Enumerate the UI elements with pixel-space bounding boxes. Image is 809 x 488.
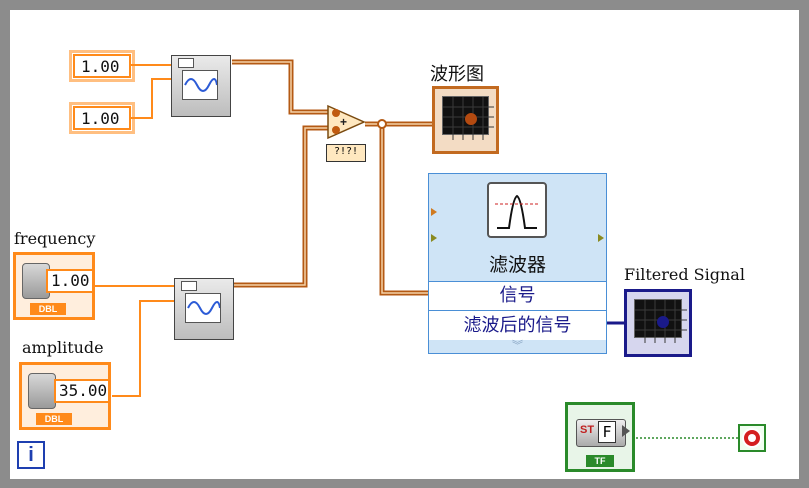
- waveform-graph-terminal[interactable]: [432, 86, 499, 154]
- filter-title: 滤波器: [488, 255, 546, 276]
- numeric-constant-2[interactable]: 1.00: [69, 102, 135, 134]
- iteration-terminal[interactable]: i: [17, 441, 45, 469]
- add-triangle-icon: +: [327, 104, 366, 140]
- stop-boolean-control[interactable]: ST F TF: [565, 402, 635, 472]
- boolean-output-arrow-icon: [622, 425, 630, 437]
- bandpass-filter-icon: [487, 182, 547, 238]
- wire-amplitude-to-sim2[interactable]: [112, 300, 175, 397]
- filtered-signal-terminal[interactable]: [624, 289, 692, 357]
- filter-input-signal[interactable]: 信号: [429, 281, 606, 310]
- simulate-signal-vi-2[interactable]: [174, 278, 234, 340]
- frequency-label: frequency: [14, 229, 96, 248]
- sine-wave-icon: [185, 293, 221, 323]
- tf-type-badge: TF: [586, 455, 614, 467]
- expand-chevron-icon[interactable]: ︾: [512, 340, 523, 352]
- frequency-control[interactable]: 1.00 DBL: [13, 252, 95, 320]
- wire-sim2-to-add[interactable]: [234, 125, 328, 288]
- filtered-signal-label: Filtered Signal: [624, 265, 745, 284]
- wire-sim1-to-add[interactable]: [232, 59, 328, 115]
- frequency-value[interactable]: 1.00: [46, 269, 94, 293]
- input-marker-icon: [431, 208, 437, 216]
- graph-screen-icon: [442, 96, 494, 140]
- numeric-control-icon: [28, 373, 56, 409]
- filter-output-filtered-signal[interactable]: 滤波后的信号: [429, 310, 606, 340]
- loop-condition-terminal[interactable]: [738, 424, 766, 452]
- wire-junction: [377, 119, 387, 129]
- stop-sign-icon: [742, 428, 762, 448]
- add-function[interactable]: +: [326, 104, 366, 140]
- svg-text:+: +: [340, 115, 347, 129]
- graph-screen-icon: [634, 299, 687, 343]
- waveform-graph-label: 波形图: [430, 64, 484, 85]
- input-marker-icon: [431, 234, 437, 242]
- add-coercion-flags: ?!?!: [326, 144, 366, 162]
- dbl-type-badge: DBL: [36, 413, 72, 425]
- vi-tab-icon: [178, 58, 194, 68]
- amplitude-control[interactable]: 35.00 DBL: [19, 362, 111, 430]
- wire-const2-to-sim1[interactable]: [131, 78, 175, 119]
- boolean-st-text: ST: [580, 424, 595, 436]
- output-marker-icon: [598, 234, 604, 242]
- simulate-signal-vi-1[interactable]: [171, 55, 231, 117]
- wire-add-to-filter[interactable]: [379, 124, 428, 296]
- filter-express-vi[interactable]: 滤波器 信号 滤波后的信号 ︾: [428, 173, 607, 354]
- dbl-type-badge: DBL: [30, 303, 66, 315]
- vi-tab-icon: [181, 281, 197, 291]
- numeric-constant-1[interactable]: 1.00: [69, 50, 135, 82]
- amplitude-value[interactable]: 35.00: [54, 379, 110, 403]
- amplitude-label: amplitude: [22, 338, 104, 357]
- boolean-value: F: [598, 421, 616, 443]
- sine-wave-icon: [182, 70, 218, 100]
